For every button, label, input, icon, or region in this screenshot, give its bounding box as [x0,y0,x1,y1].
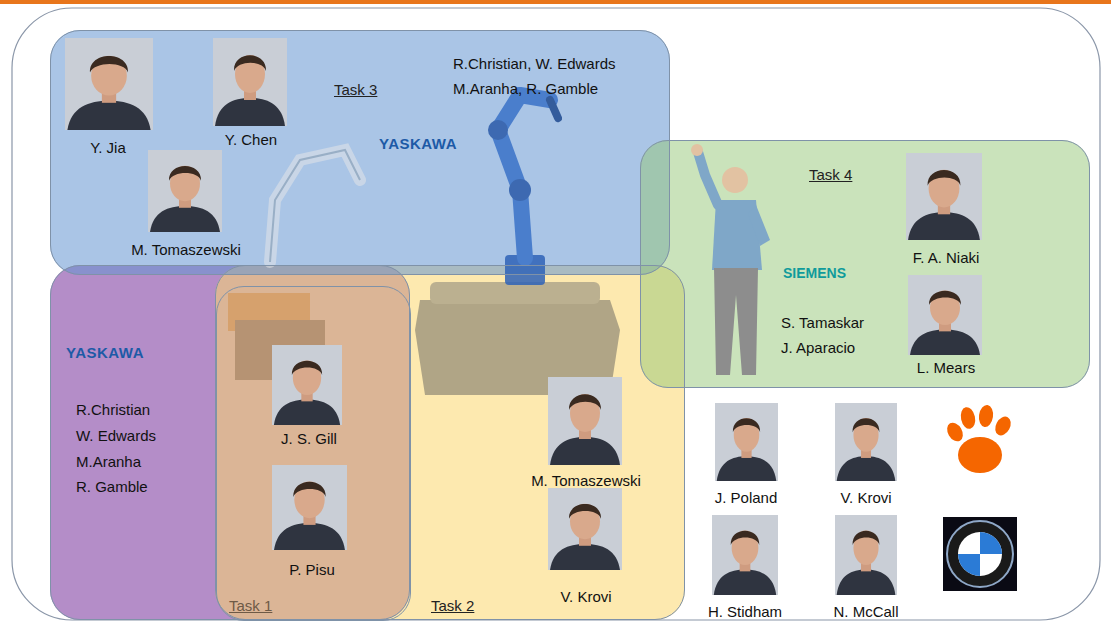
person-name: Y. Chen [225,131,277,149]
person-name: L. Mears [917,359,975,377]
company-logo-text: SIEMENS [783,264,846,282]
person-name: F. A. Niaki [913,249,980,267]
task-region: YASKAWA R.Christian W. EdwardsM.Aranha R. G… [50,265,410,620]
paw-logo [944,404,1014,473]
task-region: Task 2 M. Tomaszewski V. Krovi J. S. GillP.… [215,265,685,620]
person-name: M. Tomaszewski [131,241,241,259]
person-name: H. Stidham [708,603,782,621]
person-name: R.Christian [76,401,150,419]
portrait-photos [65,38,982,595]
person-name: V. Krovi [560,588,611,606]
human-figure [691,144,770,375]
company-logo-text: YASKAWA [379,135,457,153]
task-label: Task 4 [809,166,852,184]
task-region: Task 3 R.Christian, W. Edwards M.Aranha, … [50,30,670,275]
top-bar [0,0,1111,4]
person-name: P. Pisu [289,561,335,579]
person-name: J. Poland [715,489,778,507]
person-name: R.Christian, W. Edwards M.Aranha, R. Gam… [453,51,653,101]
region-fill [215,265,685,620]
task-label: Task 2 [431,597,474,615]
company-logo-text: YASKAWA [66,344,144,362]
outer-frame [12,8,1100,620]
person-name: W. Edwards [76,427,156,445]
task-label: Task 3 [334,81,377,99]
person-name: V. Krovi [840,489,891,507]
region-fill [50,30,670,275]
region-fill [640,140,1090,388]
person-name: M.Aranha [76,453,141,471]
person-name: M. Tomaszewski [531,472,641,490]
task-region: Task 4 SIEMENS S. Tamaskar J. Aparacio F. A.… [640,140,1090,388]
cobot-arm [270,150,360,262]
industrial-robot [488,95,558,285]
task-label: Task 1 [229,597,272,615]
person-name: J. Aparacio [781,339,855,357]
bmw-logo [943,517,1017,591]
person-name: R. Gamble [76,478,148,496]
person-name: Y. Jia [90,139,126,157]
person-name: N. McCall [833,603,898,621]
person-name: S. Tamaskar [781,314,864,332]
overlap-region: J. S. Gill P. Pisu [216,286,411,621]
person-name: J. S. Gill [281,430,337,448]
